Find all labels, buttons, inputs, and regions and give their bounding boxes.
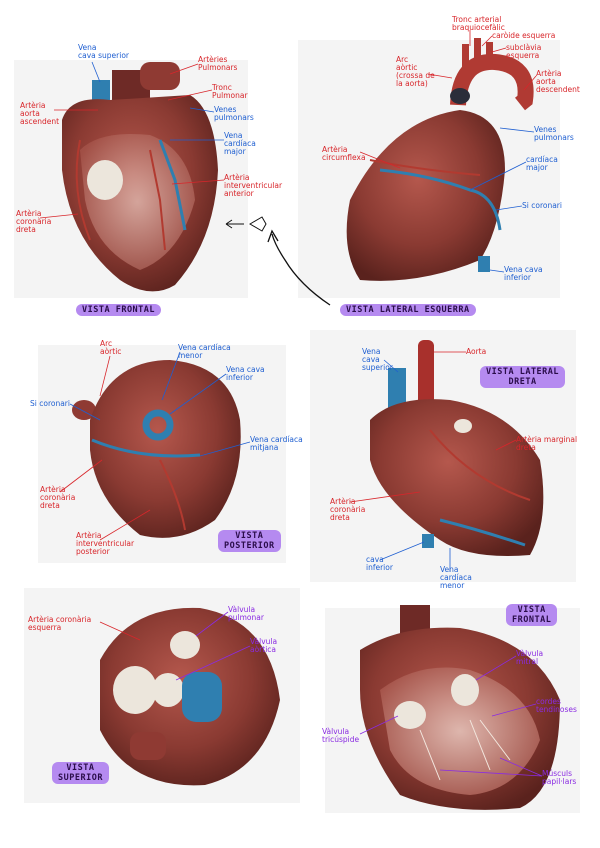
label-arteria-aorta-ascendent: Artèria aorta ascendent <box>20 101 60 126</box>
tag-vista-frontal-section-line1: VISTA <box>517 605 546 615</box>
label-vena-cava-inferior-posterior: Vena cava inferior <box>226 365 265 382</box>
label-arteria-coronaria-esquerra: Artèria coronària esquerra <box>28 615 92 632</box>
label-arteria-coronaria-dreta-right: Artèria coronària dreta <box>330 497 366 522</box>
label-valvula-tricuspide: Vàlvula tricúspide <box>322 727 360 744</box>
tag-vista-posterior: VISTA POSTERIOR <box>218 530 281 552</box>
label-arteria-aorta-descendent: Artèria aorta descendent <box>536 69 580 94</box>
label-subclavia-esquerra: subclàvia esquerra <box>506 43 542 60</box>
label-cava-inferior-right: cava inferior <box>366 555 393 572</box>
label-arteria-interventricular-posterior: Artèria interventricular posterior <box>76 531 135 556</box>
tag-vista-lateral-dreta: VISTA LATERAL DRETA <box>480 366 566 388</box>
label-tronc-arterial: Tronc arterial braquiocefàlic <box>452 15 505 32</box>
label-arc-aortic-posterior: Arc aòrtic <box>100 339 122 356</box>
label-caroide-esquerra: caròide esquerra <box>492 31 556 40</box>
tag-vista-lateral-esquerra: VISTA LATERAL ESQUERRA <box>340 304 476 316</box>
label-cardiaca-major: cardíaca major <box>526 155 558 172</box>
label-arteria-coronaria-dreta: Artèria coronària dreta <box>16 209 52 234</box>
label-vena-cava-inferior-lateral: Vena cava inferior <box>504 265 543 282</box>
tag-vista-frontal-section-line2: FRONTAL <box>512 615 552 625</box>
tag-vista-superior-line1: VISTA <box>66 763 95 773</box>
label-vena-cardiaca-major: Vena cardíaca major <box>224 131 256 156</box>
label-valvula-pulmonar: Vàlvula pulmonar <box>228 605 264 622</box>
label-vena-cava-superior: Vena cava superior <box>78 43 130 60</box>
tag-vista-frontal-section: VISTA FRONTAL <box>506 604 558 626</box>
label-valvula-aortica: Vàlvula aòrtica <box>250 637 278 654</box>
label-aorta: Aorta <box>466 347 487 356</box>
label-valvula-mitral: Vàlvula mitral <box>516 649 544 666</box>
label-vena-cardiaca-menor-right: Vena cardíaca menor <box>440 565 472 590</box>
label-venes-pulmonars-lateral: Venes pulmonars <box>534 125 574 142</box>
label-vena-cardiaca-mitjana: Vena cardíaca mitjana <box>250 435 303 452</box>
tag-vista-superior: VISTA SUPERIOR <box>52 762 109 784</box>
label-arc-aortic-lateral: Arc aòrtic (crossa de la aorta) <box>396 55 435 88</box>
label-si-coronari-lateral: Si coronari <box>522 201 562 210</box>
label-vena-cardiaca-menor-posterior: Vena cardíaca menor <box>178 343 231 360</box>
label-venes-pulmonars: Venes pulmonars <box>214 105 254 122</box>
label-tronc-pulmonar: Tronc Pulmonar <box>212 83 248 100</box>
label-arteria-interventricular-anterior: Artèria interventricular anterior <box>224 173 283 198</box>
label-musculs-papil-lars: Músculs papil·lars <box>542 769 577 786</box>
label-cordes-tendinoses: cordes tendinoses <box>536 697 577 714</box>
tag-vista-posterior-line1: VISTA <box>235 531 264 541</box>
tag-vista-lateral-dreta-line2: DRETA <box>508 377 537 387</box>
label-arteria-marginal-dreta: Artèria marginal dreta <box>516 435 578 452</box>
eye-icon <box>249 216 267 232</box>
tag-vista-superior-line2: SUPERIOR <box>58 773 103 783</box>
label-vena-cava-superior-right: Vena cava superior <box>362 347 393 372</box>
label-arteria-circumflexa: Artèria circumflexa <box>322 145 366 162</box>
tag-vista-frontal: VISTA FRONTAL <box>76 304 162 316</box>
label-si-coronari-posterior: Si coronari <box>30 399 70 408</box>
tag-vista-posterior-line2: POSTERIOR <box>224 541 275 551</box>
tag-vista-lateral-dreta-line1: VISTA LATERAL <box>486 367 560 377</box>
label-arteries-pulmonars: Artèries Pulmonars <box>198 55 238 72</box>
label-arteria-coronaria-dreta-posterior: Artèria coronària dreta <box>40 485 76 510</box>
